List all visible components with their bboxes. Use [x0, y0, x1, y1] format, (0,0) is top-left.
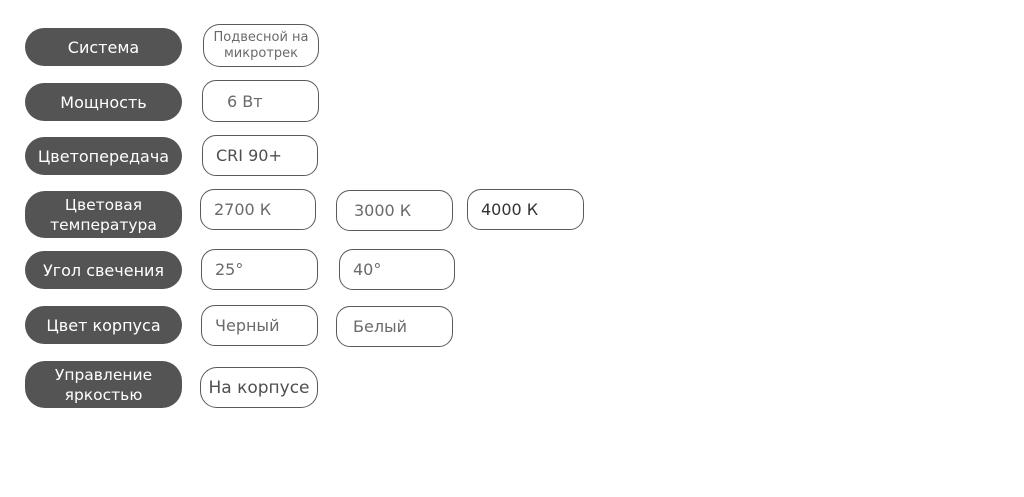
option-dimming-on-body[interactable]: На корпусе: [200, 367, 318, 408]
label-cri: Цветопередача: [25, 137, 182, 175]
option-power-6w[interactable]: 6 Вт: [202, 80, 319, 122]
option-color-temp-3000k[interactable]: 3000 К: [336, 190, 453, 231]
option-cri-90plus[interactable]: CRI 90+: [202, 135, 318, 176]
label-body-color: Цвет корпуса: [25, 306, 182, 344]
label-power: Мощность: [25, 83, 182, 121]
label-system: Система: [25, 28, 182, 66]
label-color-temperature: Цветовая температура: [25, 191, 182, 238]
label-beam-angle: Угол свечения: [25, 251, 182, 289]
option-beam-angle-40[interactable]: 40°: [339, 249, 455, 290]
option-body-color-white[interactable]: Белый: [336, 306, 453, 347]
option-system-suspended-microtrack[interactable]: Подвесной на микротрек: [203, 24, 319, 67]
label-dimming: Управление яркостью: [25, 361, 182, 408]
option-body-color-black[interactable]: Черный: [201, 305, 318, 346]
option-color-temp-2700k[interactable]: 2700 К: [200, 189, 316, 230]
option-beam-angle-25[interactable]: 25°: [201, 249, 318, 290]
option-color-temp-4000k[interactable]: 4000 К: [467, 189, 584, 230]
